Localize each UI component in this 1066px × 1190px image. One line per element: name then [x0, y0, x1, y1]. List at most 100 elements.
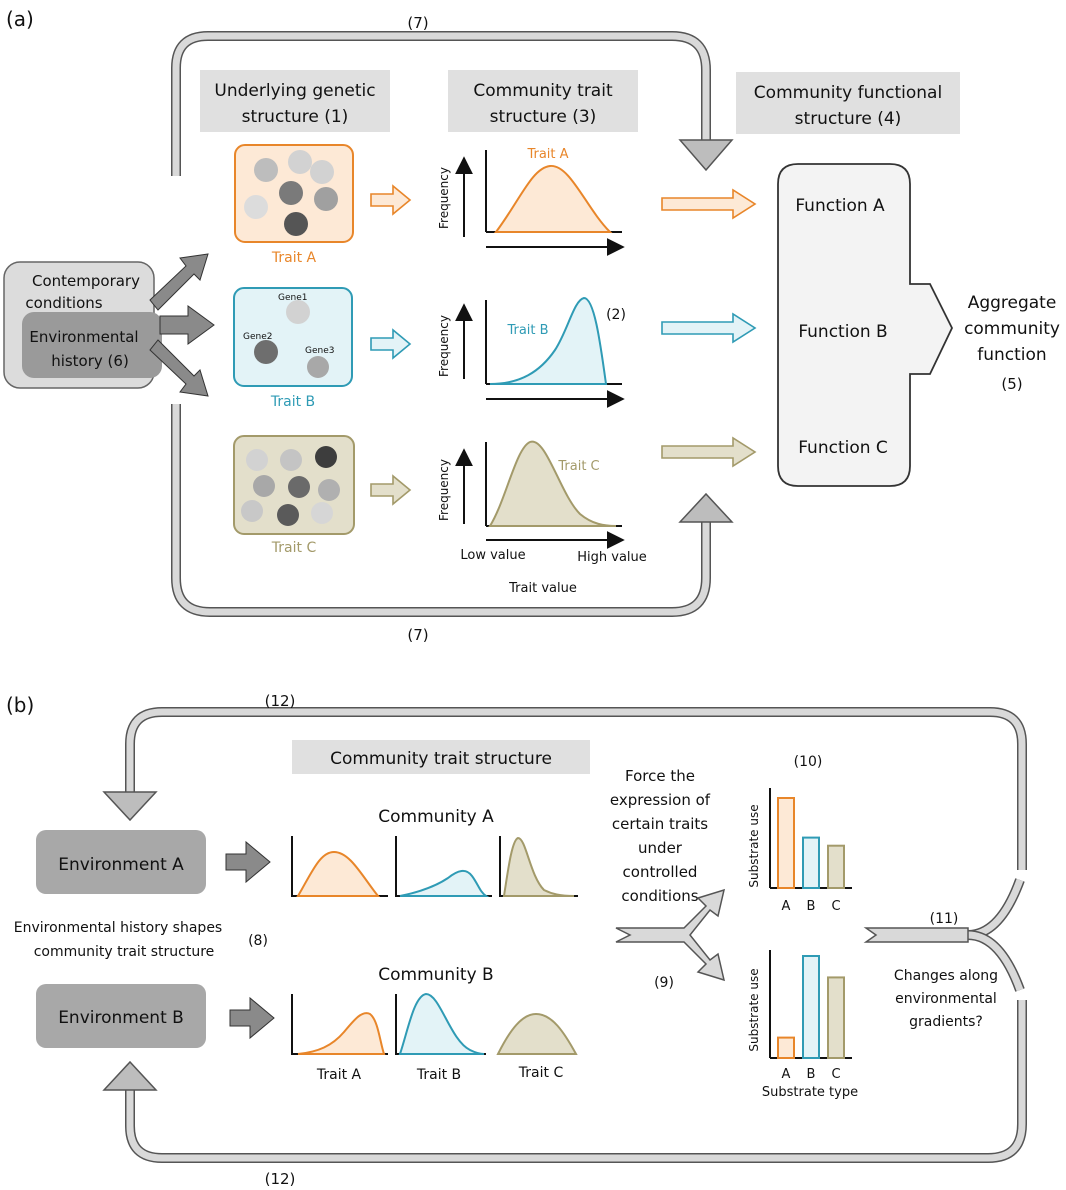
trait-header-line2: structure (3) [490, 107, 597, 127]
community-a-plots [291, 836, 578, 897]
force-line6: conditions [621, 887, 698, 905]
environment-branch-arrows [149, 253, 215, 397]
changes-line2: environmental [895, 991, 997, 1007]
env-shapes-line2: community trait structure [34, 944, 215, 960]
substrate-top-bar-b [802, 836, 820, 889]
force-line4: under [638, 839, 683, 857]
gene1-label: Gene1 [278, 293, 307, 303]
functions-box [777, 163, 954, 487]
community-a-trait-a-curve [296, 850, 381, 897]
aggregate-line3: function [977, 345, 1046, 365]
contemporary-conditions-box: Contemporary conditions Environmental hi… [3, 261, 162, 389]
loop-arrowhead-up [678, 492, 734, 523]
functional-header-line2: structure (4) [795, 109, 902, 129]
aggregate-line2: community [964, 319, 1060, 339]
genetic-header-box [200, 70, 390, 132]
env-history-box [22, 312, 162, 378]
function-b-label: Function B [798, 322, 887, 342]
trait-c-plot [455, 440, 625, 549]
frequency-b: Frequency [437, 315, 451, 377]
gene-to-trait-arrows [370, 184, 412, 506]
community-b-plots [291, 992, 578, 1055]
environment-b-box [36, 984, 206, 1048]
trait-b-genetic-box [233, 287, 353, 387]
trait-b-plot [455, 296, 625, 408]
curve-c-label: Trait C [557, 459, 599, 474]
substrate-bottom-bar-b [802, 955, 820, 1059]
b-trait-c-label: Trait C [518, 1065, 564, 1081]
function-c-label: Function C [798, 438, 888, 458]
substrate-top-bar-a [777, 797, 795, 889]
community-a-trait-c-curve [502, 836, 575, 897]
gene3-label: Gene3 [305, 346, 334, 356]
env-shapes-note: (8) [248, 933, 268, 949]
loop-b-arrowhead-up [102, 1060, 158, 1091]
b-trait-header: Community trait structure [330, 749, 552, 769]
curve-a-label: Trait A [526, 147, 568, 162]
contemporary-line1: Contemporary [32, 272, 140, 290]
trait-c-curve [488, 440, 617, 527]
force-line1: Force the [625, 767, 695, 785]
trait-value-label: Trait value [508, 581, 577, 596]
curve-b-label: Trait B [506, 323, 548, 338]
community-b-trait-a-curve [297, 1012, 386, 1055]
bar-top-cat-c: C [831, 899, 840, 914]
force-line5: controlled [623, 863, 698, 881]
changes-line1: Changes along [894, 968, 998, 984]
feedback-loop-7 [171, 31, 734, 617]
substrate-chart-bottom [769, 950, 852, 1059]
loop-b-top-label: (12) [265, 692, 296, 710]
loop-b-arrowhead-down [102, 791, 158, 822]
panel-a-label: (a) [6, 7, 34, 31]
trait-to-function-arrows [661, 188, 757, 468]
curve-b-note: (2) [606, 307, 626, 323]
trait-header-line1: Community trait [473, 81, 613, 101]
community-a-label: Community A [378, 807, 494, 827]
community-b-trait-c-curve [496, 1012, 578, 1055]
env-history-line1: Environmental [29, 328, 138, 346]
substrate-type-label: Substrate type [762, 1085, 858, 1100]
b-trait-header-box [292, 740, 590, 774]
contemporary-line2: conditions [25, 294, 102, 312]
substrate-use-bottom: Substrate use [747, 968, 761, 1051]
force-line3: certain traits [612, 815, 708, 833]
low-value-label: Low value [460, 548, 525, 563]
aggregate-line1: Aggregate [968, 293, 1057, 313]
feedback-loop-12 [102, 707, 1027, 1163]
fork-arrow-9 [615, 888, 726, 982]
trait-c-genetic-box [233, 435, 355, 535]
trait-c-label: Trait C [271, 540, 317, 556]
substrate-chart-top [769, 788, 852, 890]
changes-line3: gradients? [909, 1014, 983, 1030]
loop-bottom-label: (7) [407, 626, 428, 644]
genetic-header-line1: Underlying genetic [214, 81, 375, 101]
bar-bottom-cat-a: A [782, 1067, 791, 1082]
functional-header-box [736, 72, 960, 134]
loop-arrowhead-down [678, 139, 734, 172]
bar-bottom-cat-b: B [807, 1067, 816, 1082]
force-line2: expression of [610, 791, 711, 809]
b-trait-a-label: Trait A [316, 1067, 362, 1083]
trait-a-label: Trait A [271, 250, 317, 266]
gene2-label: Gene2 [243, 332, 272, 342]
force-note: (9) [654, 975, 674, 991]
substrate-use-top: Substrate use [747, 804, 761, 887]
substrate-top-bar-c [827, 844, 845, 890]
bar-top-cat-a: A [782, 899, 791, 914]
function-a-label: Function A [795, 196, 885, 216]
community-b-label: Community B [378, 965, 493, 985]
trait-header-box [448, 70, 638, 132]
changes-note: (11) [930, 911, 959, 927]
aggregate-note: (5) [1001, 375, 1022, 393]
environment-b-label: Environment B [58, 1008, 184, 1028]
substrate-bottom-bar-c [827, 976, 845, 1059]
trait-a-plot [455, 150, 625, 256]
functional-header-line1: Community functional [754, 83, 942, 103]
high-value-label: High value [577, 550, 647, 565]
bar-bottom-cat-c: C [831, 1067, 840, 1082]
b-trait-b-label: Trait B [416, 1067, 461, 1083]
community-a-trait-b-curve [399, 870, 490, 897]
environment-a-label: Environment A [58, 855, 184, 875]
loop-b-bottom-label: (12) [265, 1170, 296, 1188]
